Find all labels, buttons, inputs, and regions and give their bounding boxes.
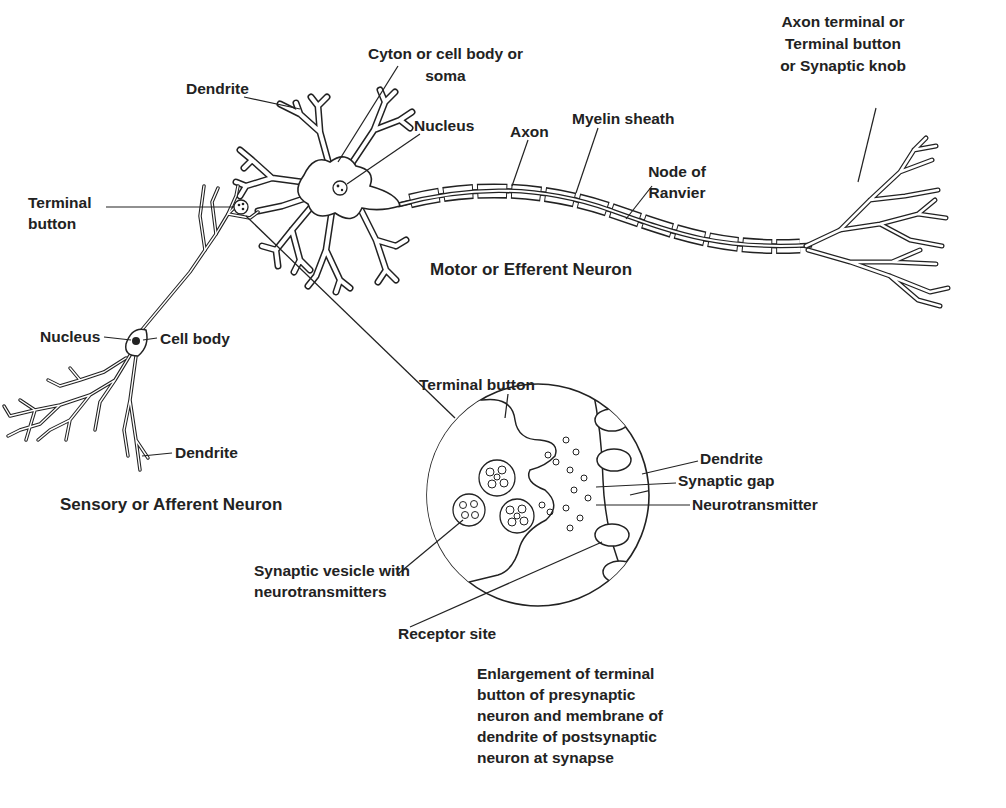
neurotransmitter (486, 468, 494, 476)
leader-line (858, 108, 876, 182)
leader-line (338, 66, 398, 162)
neuron-title: Motor or Efferent Neuron (430, 259, 700, 281)
leader-line (505, 394, 508, 418)
neurotransmitter (506, 506, 514, 514)
nucleolus (337, 185, 340, 188)
part-label: Node of Ranvier (638, 161, 716, 203)
neurotransmitter (553, 459, 559, 465)
neurotransmitter (573, 449, 579, 455)
part-label: Axon terminal or Terminal button or Syna… (776, 11, 910, 77)
part-label: Dendrite (186, 79, 276, 99)
part-label: Synaptic vesicle with neurotransmitters (254, 560, 442, 602)
dendrite-membrane (630, 488, 660, 495)
postsynaptic-membrane (590, 375, 650, 622)
sensory-nucleus (132, 337, 140, 345)
neurotransmitter (563, 437, 569, 443)
leader-lines (104, 66, 876, 627)
part-label: Cell body (160, 329, 260, 349)
neuron-title: Sensory or Afferent Neuron (60, 494, 350, 516)
axon-terminal-outline (806, 138, 948, 306)
presynaptic-terminal (420, 399, 556, 594)
neurotransmitter (508, 518, 516, 526)
axon-core (398, 191, 812, 246)
part-label: Synaptic gap (678, 471, 798, 491)
part-label: Dendrite (175, 443, 265, 463)
leader-line (596, 483, 676, 487)
part-label: Dendrite (700, 449, 790, 469)
part-label: Terminal button (419, 375, 559, 395)
neurotransmitter (571, 487, 577, 493)
leader-line (347, 134, 420, 184)
neurotransmitter (545, 452, 551, 458)
neurotransmitter (514, 513, 520, 519)
sensory-branch-fill (4, 186, 258, 470)
part-label: Neurotransmitter (692, 495, 842, 515)
leader-line (142, 453, 172, 456)
leader-line (143, 338, 157, 340)
leader-line (576, 128, 598, 193)
part-label: Cyton or cell body or soma (368, 43, 523, 87)
leader-line (512, 140, 528, 186)
leader-line (104, 337, 131, 340)
leader-line (626, 186, 652, 219)
part-label: Nucleus (414, 116, 504, 136)
synapse-enlargement (420, 375, 660, 622)
vesicle-dot (238, 204, 241, 207)
sensory-branch-outline (4, 186, 258, 470)
axon-terminal-fill (806, 138, 948, 306)
synaptic-vesicle (500, 499, 534, 533)
nucleus (333, 181, 347, 195)
neurotransmitter (471, 501, 478, 508)
part-label: Terminal button (28, 192, 108, 234)
receptor-site (595, 409, 629, 431)
cell-body (298, 157, 400, 219)
receptor-site (603, 561, 637, 583)
dendrite-fill (236, 90, 412, 292)
neurotransmitter (488, 480, 496, 488)
vesicle-dot (242, 203, 245, 206)
axon-outline (398, 191, 812, 246)
neurotransmitter (494, 474, 500, 480)
neurotransmitter (460, 502, 467, 509)
vesicle-dot (242, 208, 245, 211)
part-label: Myelin sheath (572, 109, 702, 129)
neurotransmitter (563, 505, 569, 511)
synaptic-vesicle (479, 460, 515, 496)
axon-core-fill (398, 191, 812, 246)
sensory-cell-body (126, 329, 147, 356)
synaptic-vesicle (453, 494, 485, 526)
neurotransmitter (462, 512, 469, 519)
dendrite-outline (236, 90, 412, 292)
myelin-sheath (410, 191, 800, 247)
leader-line (596, 504, 690, 505)
part-label: Receptor site (398, 624, 528, 644)
terminal-button (234, 200, 248, 214)
neurotransmitter (472, 512, 479, 519)
neurotransmitter (567, 525, 573, 531)
nucleolus (341, 189, 343, 191)
leader-line (410, 542, 602, 627)
part-label: Nucleus (40, 327, 120, 347)
leader-line (244, 97, 300, 109)
neurotransmitter (585, 495, 591, 501)
neurotransmitter (500, 479, 508, 487)
leader-line (106, 206, 233, 207)
neurotransmitter (539, 502, 545, 508)
neurotransmitter (518, 505, 526, 513)
neurotransmitter (498, 466, 506, 474)
neurotransmitter (577, 515, 583, 521)
neurotransmitter (520, 517, 528, 525)
neurotransmitter (581, 475, 587, 481)
part-label: Axon (510, 122, 570, 142)
inset-caption: Enlargement of terminal button of presyn… (477, 663, 678, 768)
receptor-site (597, 449, 631, 471)
myelin-fill (410, 191, 800, 247)
neurotransmitter (547, 509, 553, 515)
neurotransmitter (567, 467, 573, 473)
